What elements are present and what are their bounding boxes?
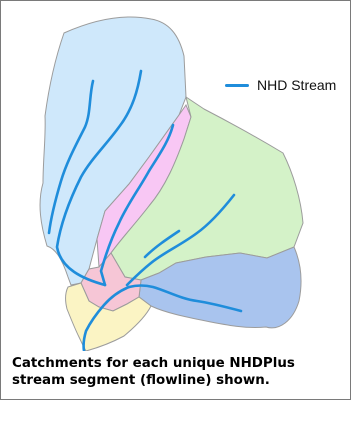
catchment-map: [39, 16, 304, 351]
stream-north-west: [47, 79, 95, 235]
legend-label: NHD Stream: [257, 77, 337, 93]
stream-green-branch: [143, 229, 181, 259]
map-frame: NHD Stream Catchments for each unique NH…: [0, 0, 351, 400]
catchment-east-blue: [138, 246, 302, 329]
caption-line-2: stream segment (flowline) shown.: [12, 373, 270, 388]
stream-network: [47, 69, 243, 351]
map-legend: NHD Stream: [225, 77, 336, 93]
stream-east: [127, 284, 243, 313]
stream-main-outlet: [82, 285, 131, 351]
catchment-yellow: [65, 282, 152, 351]
stream-green: [125, 193, 236, 287]
stream-north-main: [55, 69, 143, 287]
stream-pink: [99, 123, 175, 287]
caption-line-1: Catchments for each unique NHDPlus: [12, 356, 295, 371]
catchment-north: [39, 16, 187, 286]
stream-legend-swatch: [225, 83, 249, 87]
figure-caption: Catchments for each unique NHDPlus strea…: [12, 355, 342, 389]
